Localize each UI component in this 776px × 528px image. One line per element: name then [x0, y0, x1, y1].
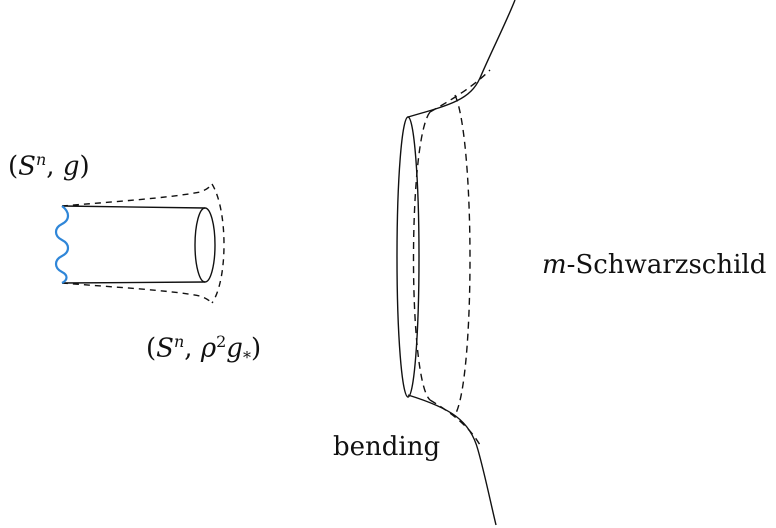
label-schwarzschild: m-Schwarzschild [542, 250, 767, 280]
label-bending: bending [333, 432, 441, 462]
outer-dashed-ring [454, 94, 471, 416]
bending-upper-dashed [429, 69, 491, 113]
wavy-boundary-curve [54, 205, 70, 284]
cylinder-end-ellipse [194, 207, 216, 283]
cylinder-bottom-edge [61, 281, 206, 284]
cylinder-flare-bottom-dashed [61, 282, 213, 304]
bending-lower-dashed [429, 399, 481, 446]
surface-lower-curve [407, 394, 497, 526]
cylinder-top-edge [61, 205, 206, 209]
surface-upper-curve [407, 0, 516, 118]
neck-ellipse [396, 116, 420, 398]
cylinder-flare-cap-dashed [211, 183, 225, 304]
inner-dashed-ring [412, 111, 431, 401]
label-sphere-rho: (Sn, ρ2g*) [146, 332, 262, 367]
cylinder-flare-top-dashed [61, 183, 213, 207]
label-sphere-g: (Sn, g) [8, 150, 90, 182]
